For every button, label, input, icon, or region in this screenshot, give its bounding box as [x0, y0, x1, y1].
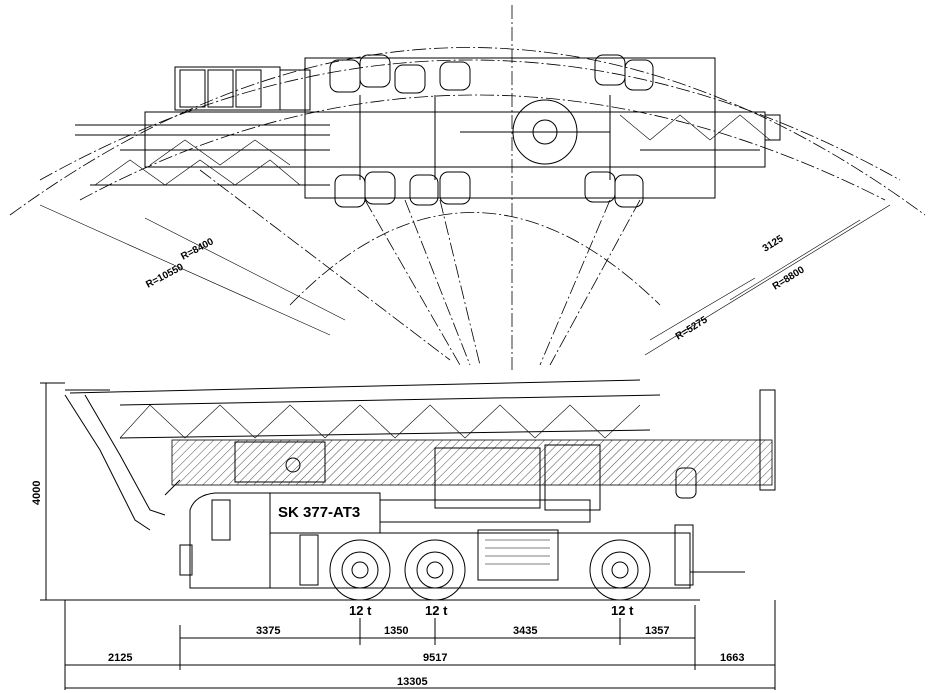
height-dimension-label: 4000 [31, 481, 43, 505]
overall-dimension-line [64, 600, 776, 690]
axle-load-3: 12 t [611, 603, 634, 618]
radius-label-3125: 3125 [761, 233, 786, 254]
axle-load-2: 12 t [425, 603, 448, 618]
radius-label-8800: R=8800 [771, 264, 807, 292]
model-label: SK 377-AT3 [278, 504, 360, 521]
height-dimension-line [40, 382, 65, 601]
radius-label-10550: R=10550 [144, 262, 186, 291]
radius-dimension-lines [39, 204, 891, 356]
radius-label-8400: R=8400 [179, 236, 216, 262]
wheelbase-dim-3: 3435 [513, 625, 537, 637]
radius-label-5275: R=5275 [674, 314, 710, 342]
total-length-label: 13305 [397, 676, 428, 688]
overall-dim-middle: 9517 [423, 652, 447, 664]
slewing-radius-arcs [9, 5, 926, 370]
wheelbase-dim-4: 1357 [645, 625, 669, 637]
wheelbase-dimension-line [179, 605, 696, 670]
overall-dim-rear: 1663 [720, 652, 744, 664]
wheelbase-dim-2: 1350 [384, 625, 408, 637]
axle-load-1: 12 t [349, 603, 372, 618]
wheelbase-dim-1: 3375 [256, 625, 280, 637]
crane-side-view [40, 379, 776, 601]
crane-top-view [75, 54, 781, 208]
overall-dim-front: 2125 [108, 652, 132, 664]
